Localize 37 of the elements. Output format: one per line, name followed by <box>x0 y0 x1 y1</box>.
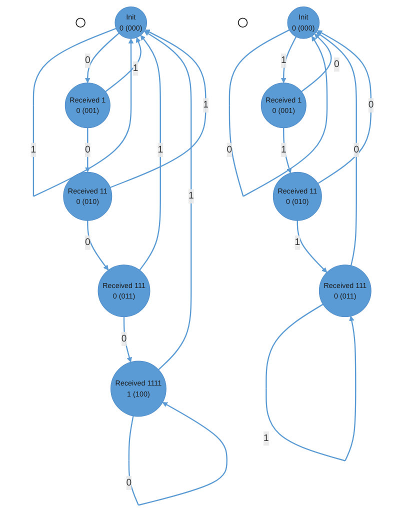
arrow <box>85 128 91 172</box>
arrow <box>266 304 357 462</box>
edge-label: 0 <box>354 144 360 155</box>
arrow <box>110 30 207 188</box>
edge-label: 1 <box>158 144 164 155</box>
arrow <box>283 128 292 174</box>
arrow <box>281 36 297 84</box>
arrow <box>297 220 328 273</box>
arrow <box>316 32 358 266</box>
edge-label: 0 <box>126 478 132 488</box>
edge-label: 1 <box>264 433 270 444</box>
edge-label: 1 <box>133 63 138 74</box>
arrow <box>85 32 120 84</box>
arrow <box>317 30 372 184</box>
edge-label: 0 <box>368 100 374 110</box>
arrow <box>128 402 228 506</box>
edge-label: 1 <box>295 237 300 248</box>
arrow <box>87 220 109 270</box>
edge-label: 0 <box>85 237 91 248</box>
edge-label: 0 <box>85 144 91 155</box>
edge-label: 1 <box>203 100 209 110</box>
edge-label: 1 <box>281 144 287 155</box>
edge-label: 0 <box>334 59 340 70</box>
arrow <box>33 28 134 197</box>
arrow <box>139 34 162 270</box>
node-circle <box>238 18 248 28</box>
edge-label: 0 <box>85 55 91 66</box>
edge-label: 0 <box>227 144 232 155</box>
edge-label: 1 <box>188 190 194 202</box>
arrow <box>301 34 332 92</box>
arrow <box>105 37 142 92</box>
edge-label: 1 <box>31 144 36 155</box>
edge-label: 0 <box>122 334 127 344</box>
edge-label: 1 <box>281 55 287 66</box>
arrow <box>144 30 192 370</box>
arrow <box>229 29 328 197</box>
node-circle <box>76 18 86 28</box>
